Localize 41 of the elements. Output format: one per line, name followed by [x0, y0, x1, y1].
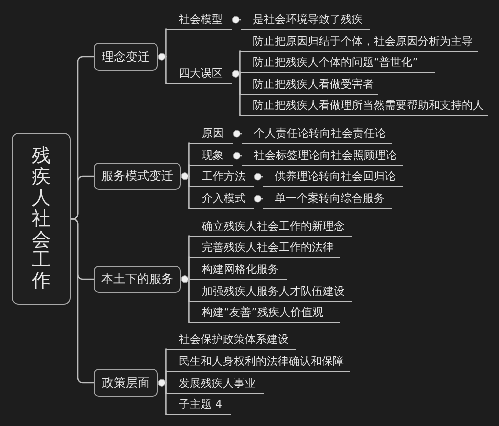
subtopic: 现象: [190, 146, 233, 166]
subtopic: 构建“友善”残疾人价值观: [190, 303, 340, 323]
subtopic: 社会模型: [167, 10, 232, 30]
connector-line: [181, 276, 190, 324]
connector-line: [233, 152, 242, 160]
main-topic: 本土下的服务: [94, 266, 181, 293]
connector-line: [158, 379, 168, 416]
central-topic: 残疾人社会工作: [12, 133, 71, 306]
subtopic: 防止把原因归结于个体，社会原因分析为主导: [241, 32, 478, 52]
connector-line: [181, 172, 190, 210]
subtopic: 防止把残疾人个体的问题“普世化”: [241, 53, 435, 73]
subtopic: 工作方法: [190, 167, 254, 187]
subtopic: 介入模式: [190, 189, 254, 209]
main-topic: 政策层面: [94, 369, 158, 397]
connector-line: [71, 218, 94, 384]
subtopic: 原因: [190, 124, 233, 144]
main-topic: 服务模式变迁: [94, 163, 181, 190]
subtopic: 民生和人身权利的法律确认和保障: [167, 352, 350, 372]
subtopic: 发展残疾人事业: [167, 374, 264, 394]
connector-line: [254, 195, 263, 203]
subtopic: 供养理论转向社会回归论: [263, 167, 403, 187]
subtopic: 社会保护政策体系建设: [167, 330, 296, 350]
connector-line: [233, 130, 242, 138]
connector-line: [232, 16, 241, 24]
main-topic: 理念变迁: [94, 43, 158, 71]
connector-line: [158, 53, 168, 84]
subtopic: 社会标签理论向社会照顾理论: [242, 146, 403, 166]
subtopic: 个人责任论转向社会责任论: [242, 124, 392, 144]
subtopic: 单一个案转向综合服务: [263, 189, 392, 209]
connector-line: [232, 70, 242, 116]
subtopic: 加强残疾人服务人才队伍建设: [190, 282, 352, 302]
subtopic: 是社会环境导致了残疾: [241, 10, 370, 30]
subtopic: 四大误区: [167, 64, 232, 84]
connector-line: [254, 173, 263, 181]
connector-line: [71, 176, 94, 220]
subtopic: 子主题 4: [167, 395, 231, 415]
subtopic: 防止把残疾人看做受害者: [241, 75, 378, 95]
subtopic: 完善残疾人社会工作的法律: [190, 238, 340, 258]
subtopic: 确立残疾人社会工作的新理念: [190, 217, 352, 237]
subtopic: 构建网格化服务: [190, 260, 287, 280]
subtopic: 防止把残疾人看做理所当然需要帮助和支持的人: [241, 96, 488, 116]
